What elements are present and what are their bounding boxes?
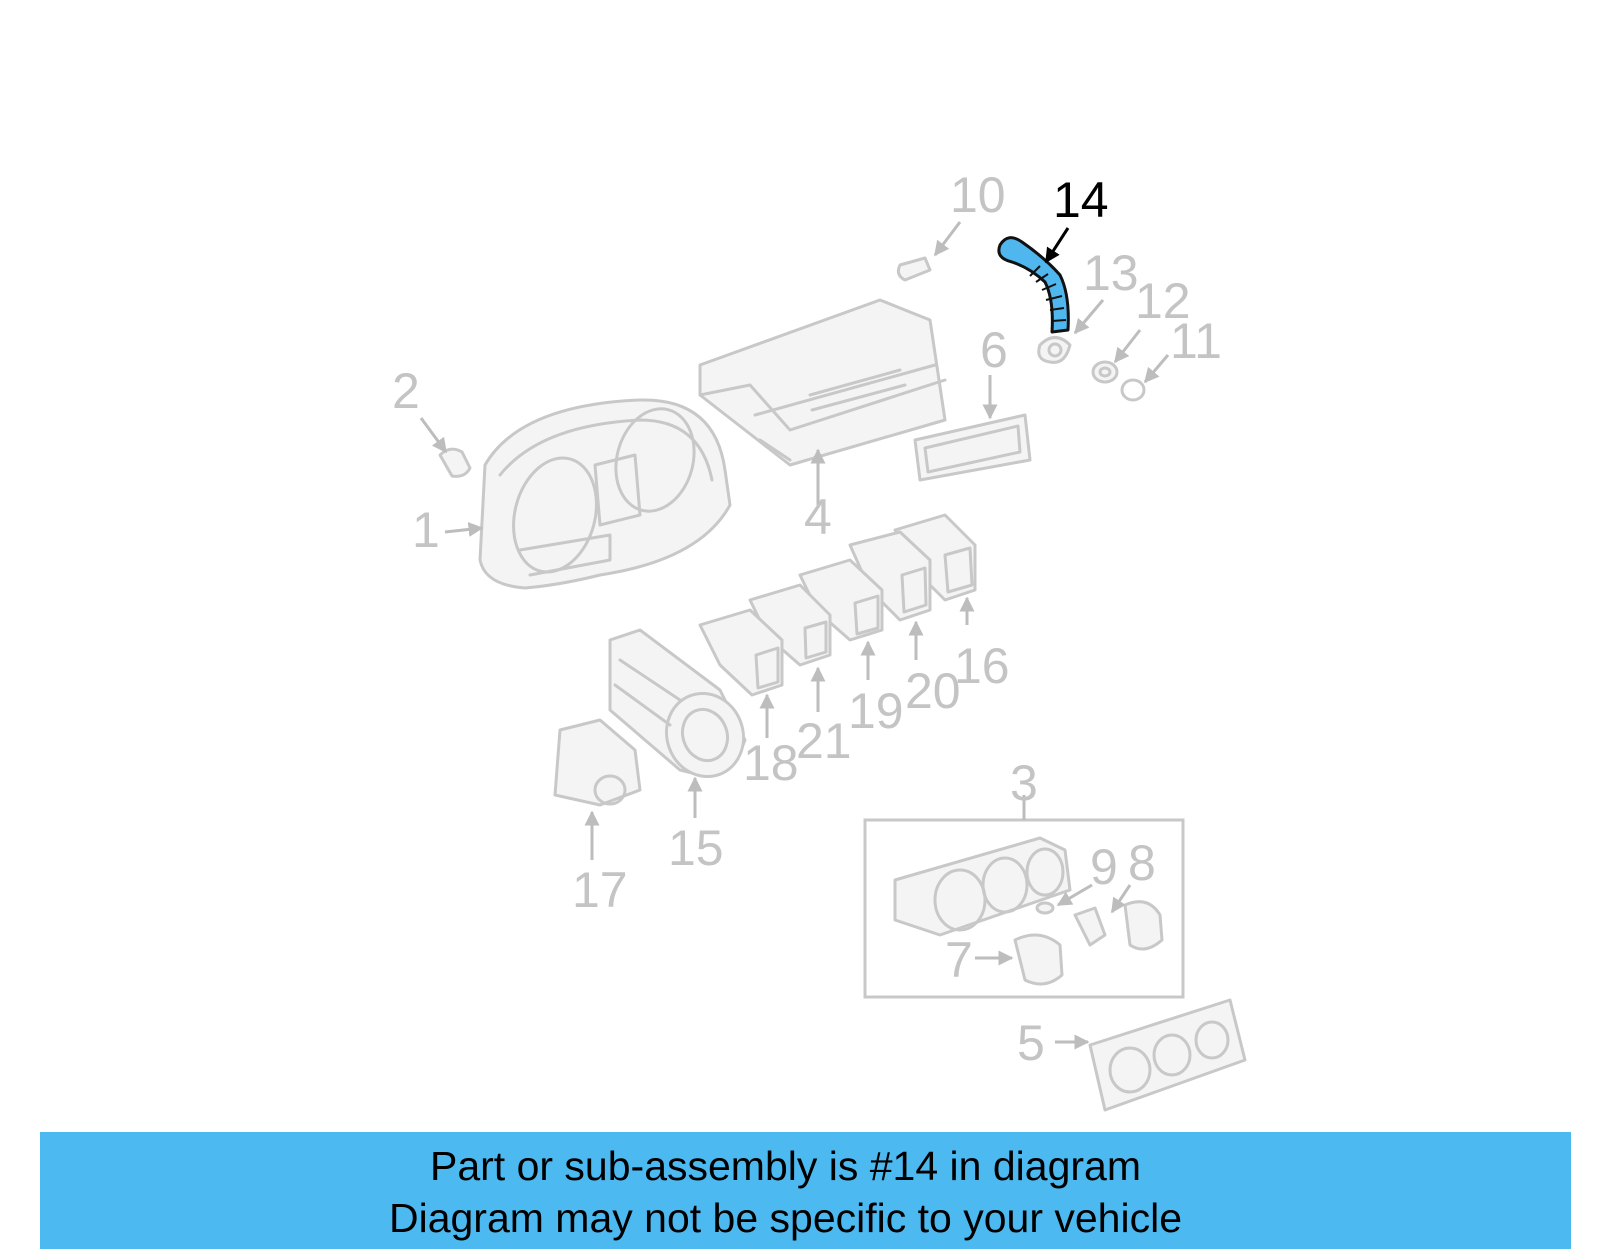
callout-17: 17: [572, 862, 628, 918]
banner-line-2: Diagram may not be specific to your vehi…: [388, 1195, 1182, 1241]
part-14-highlighted-hose: [997, 236, 1070, 334]
part-21-switch: [748, 583, 832, 667]
callout-20: 20: [905, 663, 961, 719]
callout-7: 7: [945, 932, 973, 988]
part-6-cover-plate: [913, 413, 1032, 482]
callout-5: 5: [1017, 1015, 1045, 1071]
part-11-oring: [1120, 378, 1146, 402]
banner-line-1: Part or sub-assembly is #14 in diagram: [430, 1143, 1141, 1189]
part-13-clip: [1037, 336, 1072, 364]
callout-2: 2: [392, 363, 420, 419]
callout-15: 15: [668, 820, 724, 876]
part-5-bezel: [1088, 998, 1247, 1112]
callout-13: 13: [1083, 245, 1139, 301]
part-2-bulb: [438, 447, 472, 478]
callout-16: 16: [954, 638, 1010, 694]
part-15-headlight-switch: [608, 628, 747, 779]
callout-14-leader: [1044, 227, 1070, 264]
callout-11: 11: [1170, 313, 1222, 369]
callout-4: 4: [804, 489, 832, 545]
part-4-control-module: [698, 298, 947, 467]
part-18-switch: [698, 608, 784, 697]
callout-3: 3: [1010, 755, 1038, 811]
callout-21: 21: [796, 713, 852, 769]
callout-1: 1: [412, 502, 440, 558]
part-12-washer: [1091, 360, 1119, 384]
callout-6: 6: [980, 322, 1008, 378]
info-banner: Part or sub-assembly is #14 in diagram D…: [40, 1132, 1571, 1249]
callout-18: 18: [743, 735, 799, 791]
part-17-dimmer: [553, 718, 642, 807]
callout-19: 19: [848, 683, 904, 739]
callout-leaders: [419, 221, 1170, 1050]
callout-9: 9: [1090, 839, 1118, 895]
callout-8: 8: [1128, 835, 1156, 891]
callout-12: 12: [1135, 273, 1191, 329]
callout-10: 10: [950, 167, 1006, 223]
part-10-socket: [896, 256, 932, 282]
callout-14: 14: [1053, 172, 1109, 228]
part-1-instrument-cluster: [478, 398, 732, 590]
